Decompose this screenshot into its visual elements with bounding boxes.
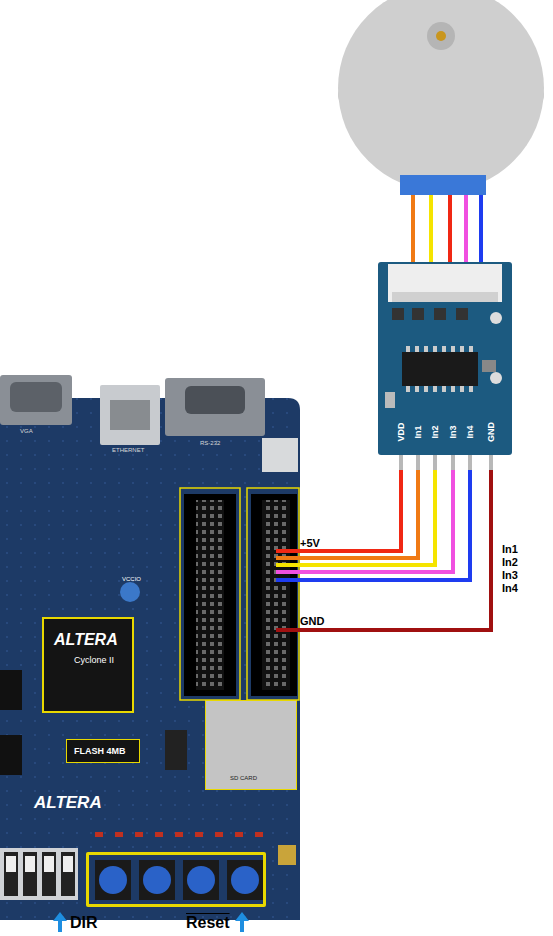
ic-pin [460, 346, 464, 352]
push-button [227, 860, 263, 900]
ic-pin [406, 346, 410, 352]
pointer-arrows [53, 912, 249, 932]
board-text: ALTERA [54, 631, 118, 649]
push-button [139, 860, 175, 900]
ic-pin [469, 386, 473, 392]
ic-pin [406, 386, 410, 392]
button-cap [187, 866, 215, 894]
fpga-chip: ALTERA Cyclone II [42, 617, 134, 713]
slide-switch [61, 852, 75, 896]
fpga-board: ALTERA ALTERA Cyclone II FLASH 4MB SD CARD [0, 395, 298, 915]
slide-switch [4, 852, 18, 896]
switch-knob [6, 856, 16, 872]
slide-switch [23, 852, 37, 896]
ic-pin [415, 346, 419, 352]
pin-label: GND [486, 422, 496, 442]
ic-pin [451, 346, 455, 352]
stepper-motor [338, 0, 544, 195]
flash-chip: FLASH 4MB [66, 739, 140, 763]
switch-label: DIR [70, 914, 98, 932]
button-cap [99, 866, 127, 894]
led [195, 832, 203, 837]
switch-knob [44, 856, 54, 872]
led [115, 832, 123, 837]
pin-label: VDD [396, 422, 406, 441]
connector-label: RS-232 [200, 440, 220, 446]
connector-label: ETHERNET [112, 447, 144, 453]
ic-pin [433, 386, 437, 392]
ic-pin [469, 346, 473, 352]
led [235, 832, 243, 837]
signal-label: In3 [502, 569, 518, 581]
push-button [183, 860, 219, 900]
led [95, 832, 103, 837]
signal-label: In1 [502, 543, 518, 555]
board-text: VCCIO [122, 576, 141, 582]
led [215, 832, 223, 837]
pin-label: In1 [413, 425, 423, 438]
pin-label: In4 [465, 425, 475, 438]
ic-pin [415, 386, 419, 392]
voltage-label: +5V [300, 537, 320, 549]
signal-label: GND [300, 615, 324, 627]
switch-knob [25, 856, 35, 872]
button-cap [231, 866, 259, 894]
ic-pin [442, 346, 446, 352]
button-label: Reset [186, 914, 230, 932]
push-button [95, 860, 131, 900]
board-text: Cyclone II [74, 655, 114, 665]
signal-label: In2 [502, 556, 518, 568]
ic-pin [460, 386, 464, 392]
pin-label: In2 [430, 425, 440, 438]
fpga-board [0, 375, 300, 920]
switch-knob [63, 856, 73, 872]
sd-card-slot: SD CARD [205, 700, 297, 790]
board-text: ALTERA [34, 793, 102, 813]
signal-label: In4 [502, 582, 518, 594]
board-text: FLASH 4MB [74, 746, 126, 756]
led [255, 832, 263, 837]
ic-pin [424, 386, 428, 392]
ic-pin [442, 386, 446, 392]
slide-switch [42, 852, 56, 896]
driver-module: VDD In1 In2 In3 In4 GND [378, 262, 512, 455]
pin-label: In3 [448, 425, 458, 438]
ic-pin [433, 346, 437, 352]
led [135, 832, 143, 837]
led [175, 832, 183, 837]
driver-board [378, 262, 512, 473]
led [155, 832, 163, 837]
button-cap [143, 866, 171, 894]
ic-pin [424, 346, 428, 352]
board-text: SD CARD [230, 775, 257, 781]
motor-wires [413, 195, 481, 270]
ic-pin [451, 386, 455, 392]
signal-wires [276, 470, 491, 630]
connector-label: VGA [20, 428, 33, 434]
